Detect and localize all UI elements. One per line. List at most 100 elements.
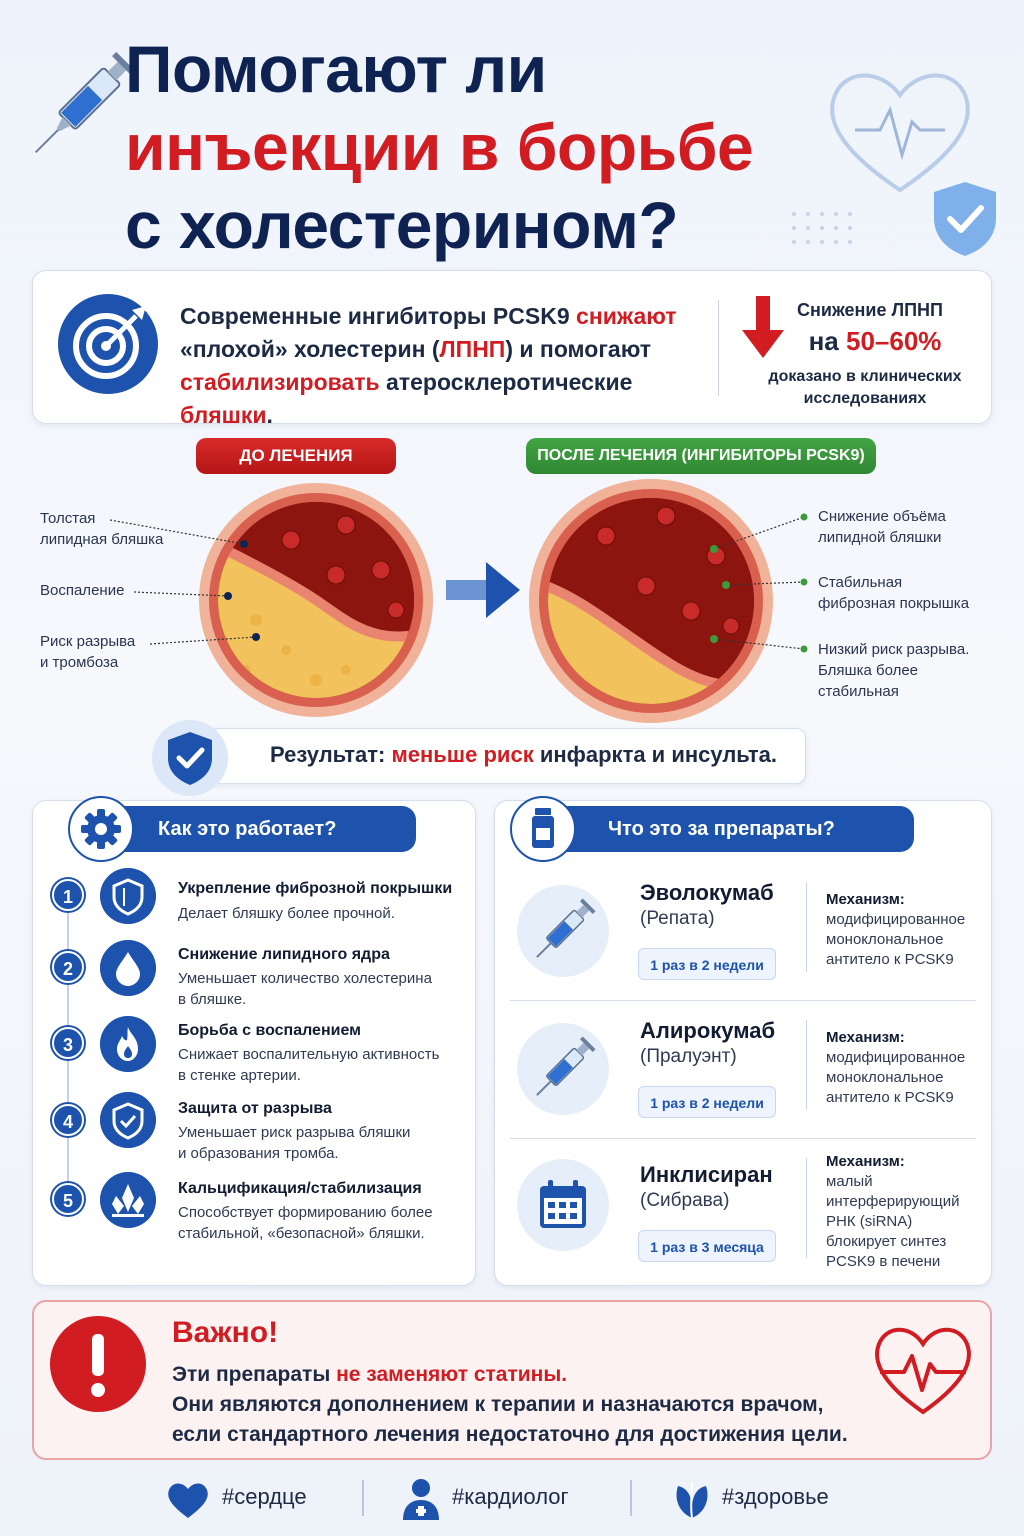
after-annotation-1: Снижение объёма липидной бляшки: [818, 508, 946, 546]
drug-divider: [806, 882, 807, 972]
stat-note-1: доказано в клинических: [768, 368, 962, 385]
heart-pulse-icon: [830, 73, 970, 193]
gear-icon: [68, 796, 134, 862]
result-text-3: инфаркта и инсульта.: [533, 742, 778, 767]
how-title: Как это работает?: [100, 806, 416, 852]
step-desc: Снижает воспалительную активность в стен…: [178, 1046, 440, 1084]
step-title: Укрепление фиброзной покрышки: [178, 880, 453, 897]
after-annotation-3: Низкий риск разрыва. Бляшка более стабил…: [818, 641, 970, 700]
stat-prefix: на: [808, 326, 846, 356]
mechanism-text: модифицированное моноклональное антитело…: [826, 911, 966, 968]
result-text: Результат: меньше риск инфаркта и инсуль…: [270, 742, 777, 768]
stat-note: доказано в клинических исследованиях: [750, 366, 980, 410]
mechanism-text: модифицированное моноклональное антитело…: [826, 1049, 966, 1106]
step-desc: Уменьшает количество холестерина в бляшк…: [178, 970, 432, 1008]
calendar-icon: [517, 1159, 609, 1251]
intro-text-4: ЛПНП: [439, 336, 506, 362]
after-annotation-lines: [710, 513, 808, 653]
intro-divider: [718, 300, 719, 396]
before-annotation-1: Толстая липидная бляшка: [40, 510, 164, 548]
title-line-2: инъекции в борьбе: [125, 110, 754, 184]
step-title: Защита от разрыва: [178, 1100, 332, 1117]
drug-mechanism: Механизм: малый интерферирующий РНК (siR…: [826, 1152, 959, 1272]
drug-separator: [510, 1138, 976, 1139]
step-2: 2 Снижение липидного ядра Уменьшает коли…: [50, 938, 460, 1008]
syringe-icon: [517, 1023, 609, 1115]
intro-text-3: «плохой» холестерин (: [180, 336, 440, 362]
intro-card: [32, 270, 992, 424]
important-panel: [32, 1300, 992, 1460]
hashtag-divider: [362, 1480, 364, 1516]
important-line-2: Они являются дополнением к терапии и наз…: [172, 1393, 824, 1416]
drug-mechanism: Механизм: модифицированное моноклонально…: [826, 1028, 965, 1108]
stat-percent: 50–60%: [845, 326, 942, 356]
step-desc: Делает бляшку более прочной.: [178, 905, 395, 922]
arrow-right-icon: [446, 562, 520, 618]
step-number: 2: [52, 951, 84, 983]
flame-icon: [100, 1016, 156, 1072]
shield-check-icon: [100, 1092, 156, 1148]
result-text-2: меньше риск: [391, 742, 534, 767]
drug-name: Инклисиран: [640, 1162, 773, 1187]
before-annotation-3: Риск разрыва и тромбоза: [40, 633, 136, 671]
drug-item-3: Инклисиран (Сибрава) 1 раз в 3 месяца Ме…: [510, 1148, 980, 1278]
before-annotation-lines: [110, 519, 260, 645]
stat-note-2: исследованиях: [803, 390, 927, 407]
drug-mechanism: Механизм: модифицированное моноклонально…: [826, 890, 965, 970]
important-line-3: если стандартного лечения недостаточно д…: [172, 1423, 848, 1446]
intro-text-9: .: [266, 402, 273, 428]
page-title: Помогают ли инъекции в борьбе с холестер…: [125, 30, 845, 264]
hashtag-divider: [630, 1480, 632, 1516]
important-text: Эти препараты не заменяют статины. Они я…: [172, 1360, 848, 1450]
intro-text-5: ) и помогают: [505, 336, 652, 362]
step-desc: Способствует формированию более стабильн…: [178, 1204, 433, 1242]
before-label: ДО ЛЕЧЕНИЯ: [196, 438, 396, 474]
step-title: Борьба с воспалением: [178, 1022, 361, 1039]
mechanism-text: малый интерферирующий РНК (siRNA) блокир…: [826, 1173, 960, 1270]
drug-name: Алирокумаб: [640, 1018, 776, 1043]
hashtag-cardiologist[interactable]: #кардиолог: [452, 1484, 569, 1509]
after-annotation-2: Стабильная фиброзная покрышка: [818, 574, 970, 612]
step-5: 5 Кальцификация/стабилизация Способствуе…: [50, 1172, 460, 1242]
title-line-1: Помогают ли: [125, 32, 547, 106]
intro-text-7: атеросклеротические: [379, 369, 633, 395]
step-title: Снижение липидного ядра: [178, 946, 390, 963]
step-number: 1: [52, 879, 84, 911]
mechanism-label: Механизм:: [826, 891, 905, 908]
drug-separator: [510, 1000, 976, 1001]
drop-icon: [100, 940, 156, 996]
drug-divider: [806, 1020, 807, 1110]
hashtag-health[interactable]: #здоровье: [722, 1484, 829, 1509]
doctor-icon: [403, 1479, 439, 1520]
syringe-icon: [517, 885, 609, 977]
target-icon: [58, 294, 158, 394]
result-shield-icon: [152, 720, 228, 796]
step-3: 3 Борьба с воспалением Снижает воспалите…: [50, 1014, 460, 1084]
important-title: Важно!: [172, 1316, 279, 1349]
drug-frequency: 1 раз в 2 недели: [638, 948, 776, 980]
important-line-1b: не заменяют статины.: [336, 1363, 568, 1386]
step-number: 4: [52, 1104, 84, 1136]
step-1: 1 Укрепление фиброзной покрышки Делает б…: [50, 868, 460, 928]
artery-before-illustration: [199, 483, 433, 717]
step-number: 3: [52, 1027, 84, 1059]
important-line-1a: Эти препараты: [172, 1363, 337, 1386]
drug-brand: (Сибрава): [640, 1190, 730, 1211]
shield-icon: [100, 868, 156, 924]
intro-text-6: стабилизировать: [180, 369, 380, 395]
syringe-icon: [34, 51, 137, 154]
mechanism-label: Механизм:: [826, 1153, 905, 1170]
heart-icon: [168, 1483, 208, 1518]
step-desc: Уменьшает риск разрыва бляшки и образова…: [178, 1124, 411, 1162]
intro-text-1: Современные ингибиторы PCSK9: [180, 303, 577, 329]
step-title: Кальцификация/стабилизация: [178, 1180, 422, 1197]
stat-label: Снижение ЛПНП: [797, 300, 943, 320]
title-line-3: с холестерином?: [125, 188, 679, 262]
arrow-down-icon: [742, 296, 784, 358]
step-number: 5: [52, 1183, 84, 1215]
mechanism-label: Механизм:: [826, 1029, 905, 1046]
artery-after-illustration: [529, 479, 773, 723]
heart-pulse-icon: [875, 1327, 971, 1415]
drug-frequency: 1 раз в 3 месяца: [638, 1230, 776, 1262]
hashtag-heart[interactable]: #сердце: [222, 1484, 307, 1509]
